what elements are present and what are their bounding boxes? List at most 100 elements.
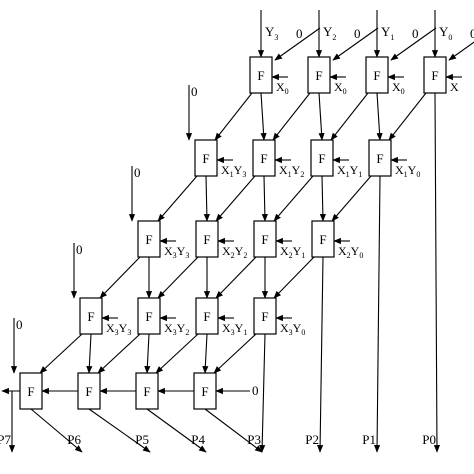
y-input-label-0: Y3​: [265, 24, 278, 42]
output-label-6: P1: [362, 432, 376, 447]
pp-label-b_sub: 3: [127, 328, 131, 337]
output-label-3: P4: [191, 432, 205, 447]
pp-label-r3c3: X3​Y0​: [280, 321, 305, 337]
pp-label-a: X: [222, 244, 231, 258]
pp-label-b: Y: [293, 321, 302, 335]
carry-wire-r3c2: [155, 333, 199, 374]
sum-wire-r0c0: [260, 92, 267, 141]
f-cell-r4c3: [193, 372, 217, 410]
pp-label-b: Y: [351, 244, 360, 258]
pp-label-a: X: [280, 244, 289, 258]
sum-wire-r3c0: [86, 333, 93, 374]
pp-label-a: X: [164, 244, 173, 258]
carry-zero-label-3: 0: [470, 26, 474, 41]
y-input-label-3-main: Y: [439, 24, 449, 39]
pp-label-a: X: [276, 80, 285, 94]
out-wire-1: [30, 408, 83, 453]
f-cell-label-r2c2: F: [261, 232, 268, 247]
pp-label-b_sub: 1: [358, 170, 362, 179]
pp-label-a: X: [450, 80, 459, 94]
f-cell-r0c1: [307, 56, 331, 94]
pp-label-a_sub: 1: [288, 170, 292, 179]
pp-label-b: Y: [235, 244, 244, 258]
sum-wire-r0c2: [376, 92, 383, 141]
f-cell-r3c3: [253, 297, 277, 335]
left-zero-label-1: 0: [191, 84, 198, 99]
pp-label-a_sub: 1: [230, 170, 234, 179]
pp-label-b: Y: [234, 163, 243, 177]
pp-label-a_sub: 0: [401, 87, 405, 96]
pp-label-b: Y: [119, 321, 128, 335]
pp-label-a_sub: 0: [343, 87, 347, 96]
pp-label-r0c0: X0​​: [276, 80, 289, 96]
pp-label-a: X: [164, 321, 173, 335]
carry-in-arrow-2: [390, 27, 437, 61]
pp-label-r3c0: X3​Y3​: [106, 321, 131, 337]
pp-label-b_sub: 2: [243, 251, 247, 260]
f-cell-label-r0c3: F: [431, 68, 438, 83]
pp-label-a_sub: 3: [115, 328, 119, 337]
out-wire-3: [146, 408, 207, 453]
carry-wire-r0c1: [272, 92, 311, 141]
pp-label-a_sub: 3: [173, 328, 177, 337]
f-cell-label-r0c1: F: [315, 68, 322, 83]
y-input-label-1-subscript: 2: [332, 33, 336, 42]
f-cell-r1c2: [310, 139, 334, 177]
sum-wire-r1c0: [203, 175, 210, 222]
pp-label-a: X: [338, 244, 347, 258]
carry-wire-r1c2: [273, 175, 314, 222]
f-cell-label-r0c2: F: [373, 68, 380, 83]
pp-label-b_sub: 3: [185, 251, 189, 260]
out-wire-6: [373, 175, 381, 453]
y-input-label-3: Y0​: [439, 24, 452, 42]
pp-label-a_sub: 2: [347, 251, 351, 260]
carry-wire-r0c3: [388, 92, 427, 141]
pp-label-r0c1: X0​​: [334, 80, 347, 96]
pp-label-b: Y: [408, 163, 417, 177]
sum-wire-r3c1: [144, 333, 151, 374]
pp-label-r3c2: X3​Y1​: [222, 321, 247, 337]
f-cell-label-r4c3: F: [201, 384, 208, 399]
carry-wire-r1c3: [331, 175, 372, 222]
pp-label-a: X: [334, 80, 343, 94]
f-cell-r3c0: [79, 297, 103, 335]
f-cell-r4c2: [135, 372, 159, 410]
pp-label-b: Y: [293, 244, 302, 258]
output-label-7: P0: [422, 432, 436, 447]
carry-in-arrow-1: [332, 27, 379, 61]
pp-label-r1c1: X1​Y2​: [279, 163, 304, 179]
pp-label-b_sub: 1: [243, 328, 247, 337]
y-input-label-2-subscript: 1: [390, 33, 394, 42]
carry-zero-label-1: 0: [354, 26, 361, 41]
pp-label-b_sub: 2: [300, 170, 304, 179]
f-cell-label-r2c3: F: [319, 232, 326, 247]
f-cell-r0c2: [365, 56, 389, 94]
f-cell-label-r3c0: F: [87, 309, 94, 324]
f-cell-label-r1c3: F: [376, 151, 383, 166]
carry-wire-r2c1: [157, 256, 199, 299]
carry-wire-r1c0: [157, 175, 198, 222]
output-label-5: P2: [305, 432, 319, 447]
f-cell-label-r4c2: F: [143, 384, 150, 399]
f-cell-r4c0: [19, 372, 43, 410]
carry-wire-r2c3: [273, 256, 315, 299]
pp-label-a: X: [221, 163, 230, 177]
f-cell-r0c0: [249, 56, 273, 94]
carry-wire-r3c1: [97, 333, 141, 374]
pp-label-a_sub: 2: [231, 251, 235, 260]
carry-wire-r3c3: [213, 333, 257, 374]
out-wire-5: [317, 256, 324, 453]
output-label-0: P7: [0, 432, 11, 447]
pp-label-r1c3: X1​Y0​: [395, 163, 420, 179]
output-label-1: P6: [67, 432, 81, 447]
f-cell-r3c1: [137, 297, 161, 335]
out-wire-2: [88, 408, 151, 453]
pp-label-a: X: [395, 163, 404, 177]
f-cell-label-r3c1: F: [145, 309, 152, 324]
pp-label-b_sub: 0: [359, 251, 363, 260]
out-wire-4: [204, 408, 263, 453]
carry-wire-r0c0: [214, 92, 253, 141]
out-wire-7: [433, 92, 441, 453]
pp-label-b_sub: 2: [185, 328, 189, 337]
pp-label-b_sub: 1: [301, 251, 305, 260]
